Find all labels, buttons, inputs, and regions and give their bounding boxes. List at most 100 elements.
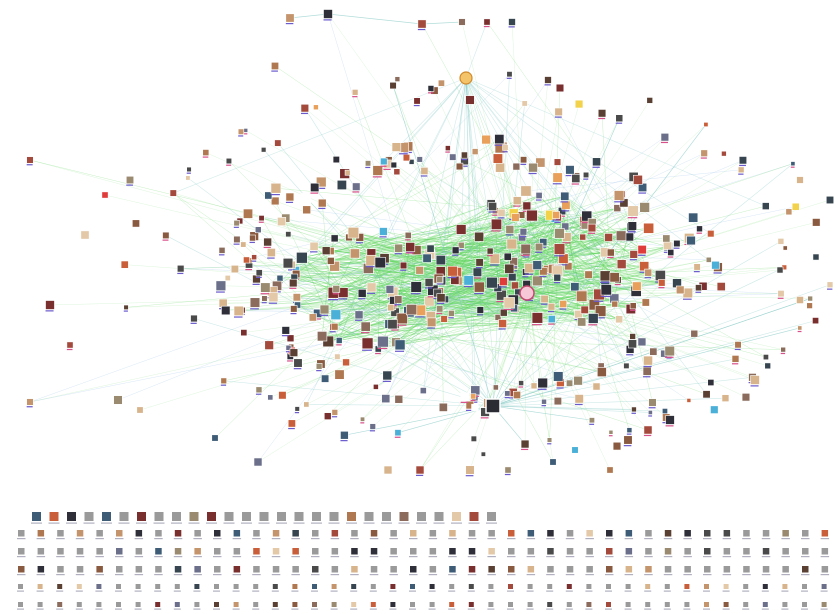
profile-avatar-icon: [470, 393, 477, 400]
edge: [246, 259, 446, 300]
profile-avatar-icon: [380, 157, 388, 166]
isolate-label-bar: [448, 590, 456, 592]
isolate-avatar-icon: [390, 584, 396, 589]
node-label-bar: [338, 298, 348, 300]
isolate-avatar-icon: [135, 548, 143, 555]
isolate-label-bar: [291, 590, 299, 592]
isolate-avatar-icon: [292, 584, 298, 589]
profile-avatar-icon: [315, 363, 323, 370]
isolate-label-bar: [293, 522, 305, 524]
isolate-avatar-icon: [684, 548, 691, 555]
edge: [439, 224, 497, 310]
edge: [365, 285, 637, 327]
profile-avatar-icon: [579, 233, 587, 241]
node-label-bar: [513, 205, 521, 207]
profile-avatar-icon: [408, 159, 415, 165]
profile-avatar-icon: [707, 379, 715, 386]
isolate-label-bar: [291, 574, 300, 576]
profile-avatar-icon: [592, 382, 601, 391]
isolate-avatar-icon: [410, 566, 417, 573]
edge: [243, 292, 528, 333]
node-label-bar: [320, 314, 329, 316]
node-label-bar: [695, 291, 702, 293]
profile-avatar-icon: [690, 329, 699, 338]
isolate-avatar-icon: [194, 530, 201, 537]
isolate-avatar-icon: [547, 566, 554, 573]
edge: [392, 323, 503, 325]
profile-avatar-icon: [499, 277, 508, 286]
node-label-bar: [270, 194, 280, 196]
isolate-avatar-icon: [782, 530, 789, 537]
node-label-bar: [323, 19, 332, 21]
profile-avatar-icon: [336, 179, 347, 190]
isolate-label-bar: [389, 574, 398, 576]
profile-avatar-icon: [777, 290, 785, 298]
isolate-avatar-icon: [684, 602, 690, 607]
isolate-avatar-icon: [566, 548, 574, 555]
profile-avatar-icon: [330, 234, 339, 243]
isolate-avatar-icon: [743, 602, 749, 607]
profile-avatar-icon: [321, 374, 330, 383]
profile-avatar-icon: [662, 234, 671, 243]
node-label-bar: [615, 122, 623, 124]
isolate-avatar-icon: [743, 548, 750, 555]
profile-avatar-icon: [513, 391, 521, 399]
profile-avatar-icon: [582, 171, 590, 179]
isolate-label-bar: [468, 522, 480, 524]
node-label-bar: [629, 259, 637, 261]
isolate-avatar-icon: [76, 584, 82, 589]
profile-avatar-icon: [646, 97, 654, 104]
node-label-bar: [460, 165, 468, 167]
node-label-bar: [313, 318, 321, 320]
profile-avatar-icon: [331, 409, 339, 416]
edge: [339, 289, 607, 341]
profile-avatar-icon: [455, 224, 467, 235]
edge: [464, 160, 527, 192]
isolate-label-bar: [546, 556, 555, 558]
profile-avatar-icon: [258, 215, 265, 222]
edge: [238, 292, 528, 312]
edge: [403, 265, 645, 267]
isolate-avatar-icon: [704, 584, 709, 589]
isolate-avatar-icon: [527, 548, 535, 555]
profile-avatar-icon: [642, 366, 652, 376]
profile-avatar-icon: [366, 282, 377, 293]
edge: [465, 77, 711, 234]
edge: [486, 21, 632, 228]
edge: [469, 292, 528, 471]
profile-avatar-icon: [437, 79, 445, 87]
edge: [293, 241, 544, 284]
edge: [327, 292, 528, 417]
profile-avatar-icon: [340, 430, 349, 440]
edge: [431, 317, 538, 323]
profile-avatar-icon: [594, 305, 607, 317]
isolate-label-bar: [801, 538, 810, 540]
edge: [420, 265, 515, 311]
edge: [399, 217, 559, 346]
edge: [557, 161, 587, 217]
node-label-bar: [126, 184, 133, 186]
profile-avatar-icon: [613, 190, 625, 201]
isolate-avatar-icon: [390, 530, 397, 537]
isolate-avatar-icon: [116, 584, 121, 589]
isolate-label-bar: [75, 590, 83, 592]
node-label-bar: [458, 249, 464, 251]
isolate-avatar-icon: [645, 548, 652, 555]
edge: [124, 264, 528, 294]
isolate-label-bar: [546, 590, 554, 592]
isolate-label-bar: [350, 590, 358, 592]
node-label-bar: [505, 234, 514, 236]
edge: [272, 226, 566, 292]
node-label-bar: [413, 104, 420, 107]
profile-avatar-icon: [249, 297, 261, 308]
profile-avatar-icon: [611, 300, 619, 308]
isolate-label-bar: [585, 538, 594, 540]
edge: [389, 323, 602, 373]
isolate-label-bar: [703, 556, 712, 558]
profile-avatar-icon: [528, 162, 538, 173]
edge: [306, 292, 528, 405]
edge: [333, 264, 396, 313]
profile-avatar-icon: [274, 139, 282, 147]
profile-avatar-icon: [372, 165, 383, 176]
edge: [513, 289, 607, 309]
